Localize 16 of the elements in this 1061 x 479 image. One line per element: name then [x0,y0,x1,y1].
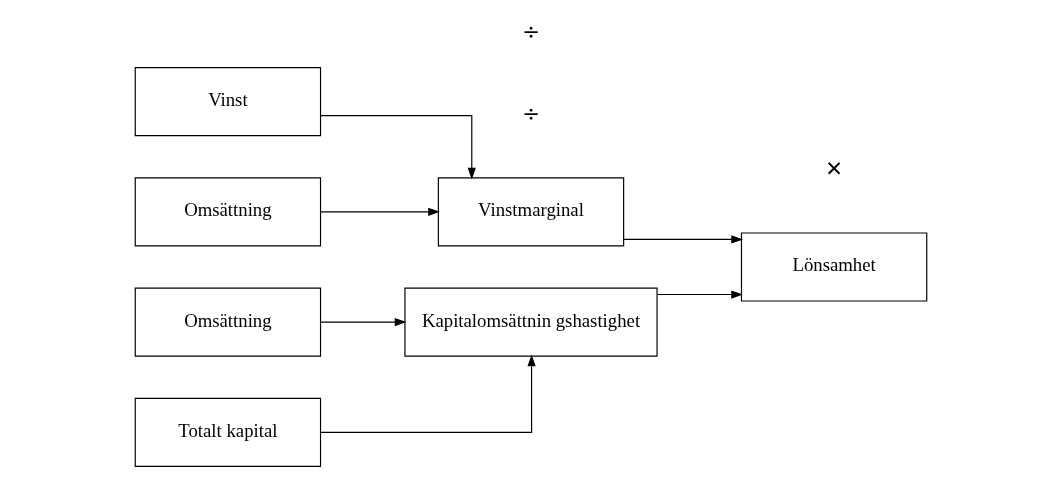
arrow [319,317,406,326]
arrow [319,114,476,179]
node-box: Totalt kapital [134,397,321,467]
arrow [656,289,743,299]
arrow [319,207,440,216]
arrow [622,234,743,244]
label: ÷ [521,18,540,44]
node-box: Vinstmarginal [437,176,624,246]
node-box: Lönsamhet [740,231,927,302]
node-box: Kapitalomsättnin gshastighet [403,287,658,357]
node-box: Vinst [134,66,321,136]
label: ÷ [521,100,540,126]
label: ✕ [824,155,843,181]
node-box: Omsättning [134,176,321,246]
node-box: Omsättning [134,287,321,357]
arrow [319,354,536,433]
